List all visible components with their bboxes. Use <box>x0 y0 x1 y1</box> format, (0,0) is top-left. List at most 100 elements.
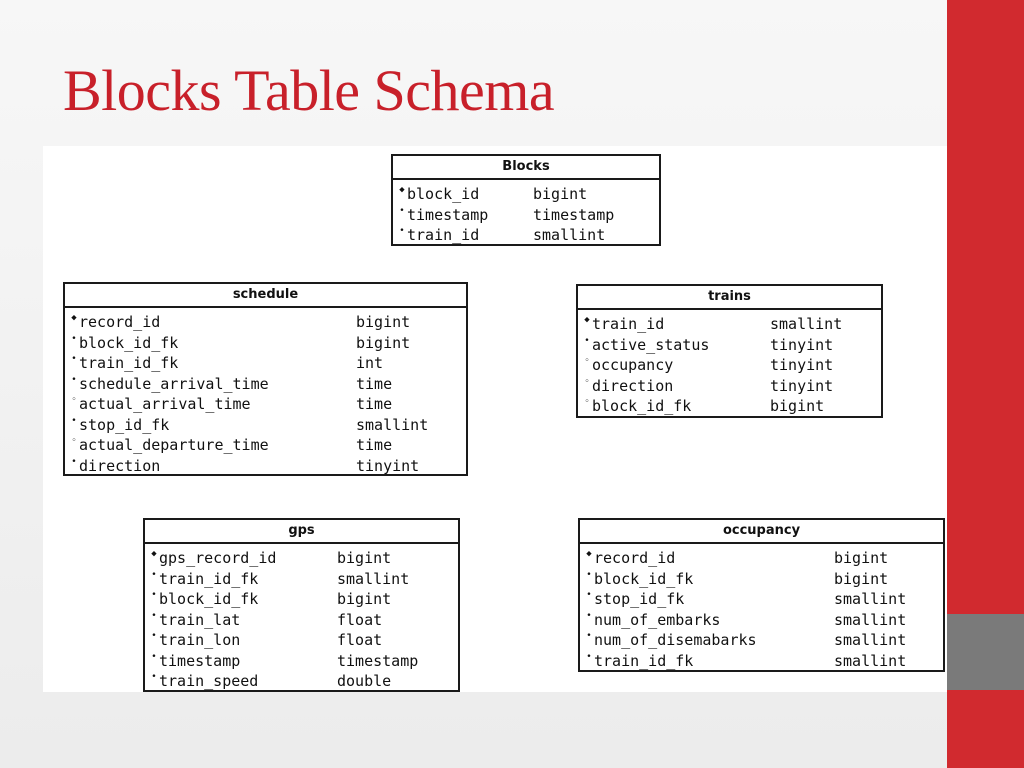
column-icon: • <box>151 672 157 682</box>
column-name: train_lon <box>159 631 241 649</box>
column-name: block_id <box>407 185 480 203</box>
column-type: smallint <box>834 631 907 649</box>
nullable-column-icon: ◦ <box>584 397 590 407</box>
column-name: stop_id_fk <box>594 590 685 608</box>
column-name: train_lat <box>159 610 241 629</box>
column-type: bigint <box>533 185 588 203</box>
column-icon: • <box>71 456 77 467</box>
accent-bar-gray <box>947 614 1024 690</box>
column-name: timestamp <box>159 651 241 670</box>
column-row: •stop_id_fk smallint <box>584 589 943 610</box>
column-name: actual_departure_time <box>79 436 269 454</box>
column-icon: • <box>151 610 157 621</box>
column-name: occupancy <box>592 356 674 374</box>
column-icon: • <box>71 354 77 364</box>
nullable-column-icon: ◦ <box>71 395 77 405</box>
column-type: smallint <box>337 569 410 588</box>
column-type: tinyint <box>770 376 834 395</box>
column-row: •schedule_arrival_time time <box>69 374 466 395</box>
column-name: record_id <box>594 549 676 567</box>
column-type: bigint <box>337 549 392 567</box>
nullable-column-icon: ◦ <box>584 356 590 366</box>
column-type: float <box>337 631 383 649</box>
table-name: occupancy <box>580 520 943 544</box>
column-icon: • <box>586 631 592 641</box>
column-icon: • <box>586 651 592 662</box>
column-type: timestamp <box>533 205 615 224</box>
column-icon: • <box>71 374 77 385</box>
column-name: schedule_arrival_time <box>79 374 269 393</box>
column-type: smallint <box>834 590 907 608</box>
column-row: •num_of_disemabarks smallint <box>584 630 943 651</box>
accent-bar-red-bottom <box>947 690 1024 768</box>
column-type: tinyint <box>770 335 834 354</box>
column-name: direction <box>79 456 161 475</box>
slide-title: Blocks Table Schema <box>63 58 555 123</box>
column-icon: • <box>399 205 405 216</box>
column-name: num_of_embarks <box>594 610 721 629</box>
table-name: Blocks <box>393 156 659 180</box>
column-icon: • <box>586 590 592 600</box>
column-type: smallint <box>533 226 606 244</box>
column-type: bigint <box>770 397 825 415</box>
column-name: timestamp <box>407 205 489 224</box>
column-name: num_of_disemabarks <box>594 631 757 649</box>
column-icon: • <box>584 335 590 346</box>
column-name: actual_arrival_time <box>79 395 251 413</box>
column-row: ◦block_id_fk bigint <box>582 396 881 417</box>
column-name: active_status <box>592 335 710 354</box>
column-type: bigint <box>356 333 411 352</box>
column-row: •active_status tinyint <box>582 335 881 356</box>
column-type: time <box>356 395 393 413</box>
column-icon: • <box>151 569 157 580</box>
column-type: timestamp <box>337 651 419 670</box>
column-name: train_id <box>592 315 665 333</box>
column-type: time <box>356 374 393 393</box>
column-type: tinyint <box>356 456 420 475</box>
column-icon: • <box>586 610 592 621</box>
column-row: ◆train_id smallint <box>582 314 881 335</box>
column-name: train_id_fk <box>79 354 179 372</box>
column-icon: • <box>586 569 592 580</box>
column-icon: • <box>151 590 157 600</box>
column-row: •direction tinyint <box>69 456 466 477</box>
column-type: int <box>356 354 384 372</box>
column-row: ◆block_id bigint <box>397 184 659 205</box>
column-row: ◦actual_arrival_time time <box>69 394 466 415</box>
column-icon: • <box>71 415 77 426</box>
column-type: smallint <box>770 315 843 333</box>
table-name: schedule <box>65 284 466 308</box>
column-name: direction <box>592 376 674 395</box>
primary-key-icon: ◆ <box>399 185 405 195</box>
column-name: stop_id_fk <box>79 415 170 434</box>
column-type: smallint <box>834 651 907 670</box>
primary-key-icon: ◆ <box>584 315 590 325</box>
column-name: train_id_fk <box>594 651 694 670</box>
primary-key-icon: ◆ <box>71 313 77 323</box>
column-name: block_id_fk <box>592 397 692 415</box>
column-name: train_id <box>407 226 480 244</box>
column-name: train_speed <box>159 672 259 690</box>
